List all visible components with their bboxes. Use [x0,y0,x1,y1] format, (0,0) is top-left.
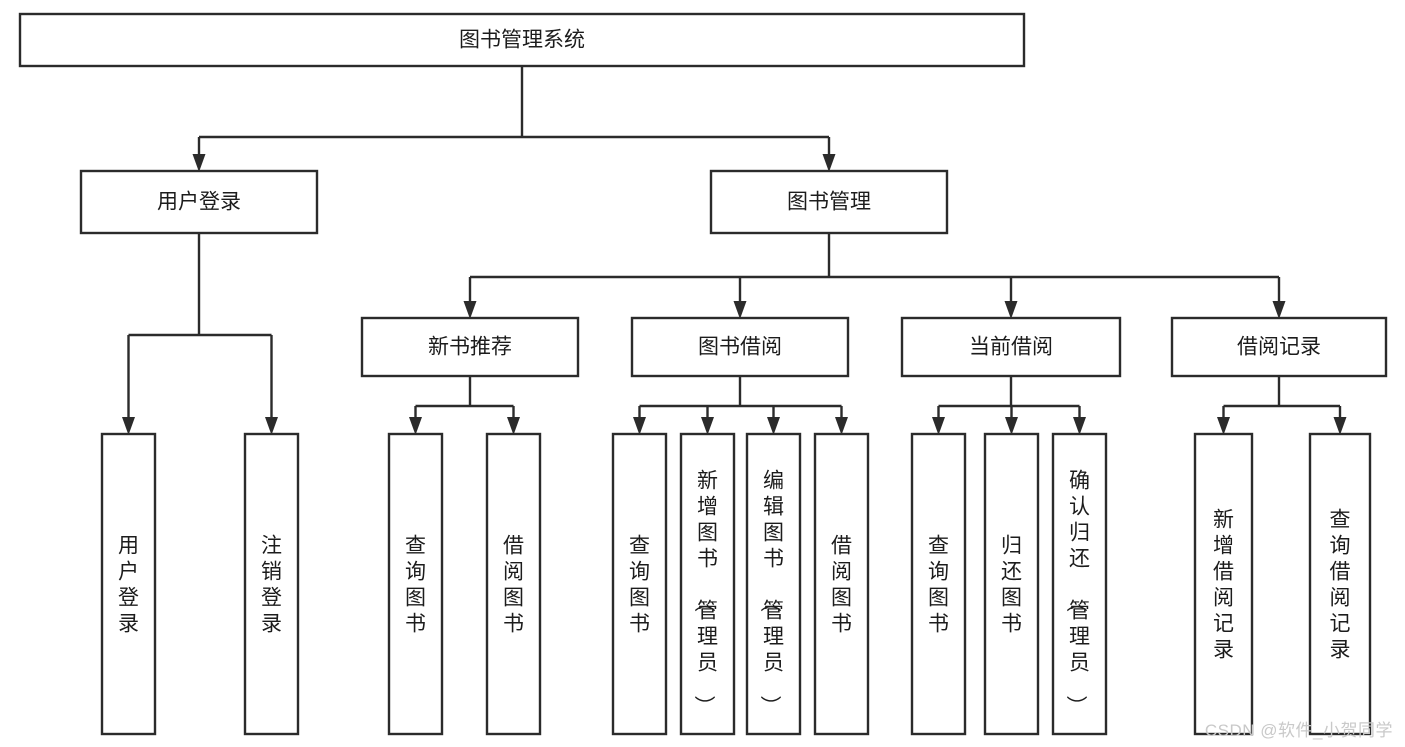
node-label-user-login: 用户登录 [157,191,241,214]
node-label-leaf-cur-query: 查询图书 [928,534,949,635]
node-box-borrow-record[interactable] [1170,316,1388,378]
node-label-root: 图书管理系统 [459,29,585,52]
arrow-head-icon [1005,417,1018,435]
node-leaf-book-edit[interactable]: 编辑图书（管理员） [745,432,802,736]
node-label-new-book-rec: 新书推荐 [428,336,512,359]
arrow-head-icon [1073,417,1086,435]
arrow-head-icon [192,154,206,172]
node-label-leaf-rec-query: 查询图书 [405,534,426,635]
node-leaf-user-login[interactable]: 用户登录 [100,432,157,736]
node-leaf-rec-borrow[interactable]: 借阅图书 [485,432,542,736]
node-leaf-cur-query[interactable]: 查询图书 [910,432,967,736]
node-label-leaf-rec-query2: 查询借阅记录 [1330,508,1351,661]
node-leaf-cur-confirm[interactable]: 确认归还（管理员） [1051,432,1108,736]
node-book-borrow[interactable]: 图书借阅 [630,316,850,378]
node-root[interactable]: 图书管理系统 [18,12,1026,68]
node-leaf-user-logout[interactable]: 注销登录 [243,432,300,736]
arrow-head-icon [507,417,520,435]
node-leaf-cur-return[interactable]: 归还图书 [983,432,1040,736]
node-current-borrow[interactable]: 当前借阅 [900,316,1122,378]
node-box-leaf-rec-query[interactable] [387,432,444,736]
node-leaf-rec-query2[interactable]: 查询借阅记录 [1308,432,1372,736]
node-box-leaf-user-logout[interactable] [243,432,300,736]
connector-group-root [192,66,836,172]
node-label-leaf-user-logout: 注销登录 [261,534,282,635]
node-box-leaf-book-edit[interactable] [745,432,802,736]
node-leaf-rec-query[interactable]: 查询图书 [387,432,444,736]
arrow-head-icon [1004,301,1018,319]
node-box-root[interactable] [18,12,1026,68]
node-box-leaf-book-add[interactable] [679,432,736,736]
connector-group-current-borrow [932,376,1086,435]
arrow-head-icon [122,417,135,435]
arrow-head-icon [1333,417,1347,435]
node-label-leaf-book-add: 新增图书（管理员） [692,469,718,716]
arrow-head-icon [463,301,477,319]
node-box-book-borrow[interactable] [630,316,850,378]
node-label-leaf-cur-return: 归还图书 [1001,534,1022,635]
arrow-head-icon [733,301,747,319]
connector-layer [122,66,1347,435]
connector-group-new-book-rec [409,376,520,435]
node-leaf-book-add[interactable]: 新增图书（管理员） [679,432,736,736]
arrow-head-icon [265,417,278,435]
arrow-head-icon [1217,417,1230,435]
node-book-manage[interactable]: 图书管理 [709,169,949,235]
node-user-login[interactable]: 用户登录 [79,169,319,235]
node-leaf-rec-add[interactable]: 新增借阅记录 [1193,432,1254,736]
connector-group-book-borrow [633,376,848,435]
node-box-leaf-cur-confirm[interactable] [1051,432,1108,736]
node-label-leaf-rec-borrow: 借阅图书 [503,534,524,635]
node-borrow-record[interactable]: 借阅记录 [1170,316,1388,378]
arrow-head-icon [835,417,848,435]
node-box-leaf-cur-return[interactable] [983,432,1040,736]
node-label-leaf-user-login: 用户登录 [118,534,139,635]
node-box-user-login[interactable] [79,169,319,235]
node-box-book-manage[interactable] [709,169,949,235]
node-label-current-borrow: 当前借阅 [969,336,1053,359]
node-box-leaf-rec-add[interactable] [1193,432,1254,736]
node-box-leaf-rec-query2[interactable] [1308,432,1372,736]
node-label-borrow-record: 借阅记录 [1237,336,1321,359]
node-label-leaf-borrow-query: 查询图书 [629,534,650,635]
node-leaf-book-borrow[interactable]: 借阅图书 [813,432,870,736]
node-box-current-borrow[interactable] [900,316,1122,378]
node-box-leaf-user-login[interactable] [100,432,157,736]
node-box-leaf-book-borrow[interactable] [813,432,870,736]
node-label-leaf-rec-add: 新增借阅记录 [1213,508,1234,661]
node-label-leaf-cur-confirm: 确认归还（管理员） [1064,469,1090,716]
node-label-book-borrow: 图书借阅 [698,336,782,359]
arrow-head-icon [409,417,422,435]
node-label-leaf-book-borrow: 借阅图书 [831,534,852,635]
arrow-head-icon [633,417,646,435]
node-leaf-borrow-query[interactable]: 查询图书 [611,432,668,736]
node-box-leaf-borrow-query[interactable] [611,432,668,736]
node-box-leaf-cur-query[interactable] [910,432,967,736]
connector-group-borrow-record [1217,376,1347,435]
node-label-book-manage: 图书管理 [787,191,871,214]
arrow-head-icon [701,417,714,435]
node-box-new-book-rec[interactable] [360,316,580,378]
arrow-head-icon [822,154,836,172]
arrow-head-icon [1272,301,1286,319]
connector-group-user-login [122,233,278,435]
node-new-book-rec[interactable]: 新书推荐 [360,316,580,378]
node-box-leaf-rec-borrow[interactable] [485,432,542,736]
node-layer: 图书管理系统用户登录图书管理新书推荐图书借阅当前借阅借阅记录用户登录注销登录查询… [18,12,1388,736]
connector-group-book-manage [463,233,1286,319]
arrow-head-icon [932,417,945,435]
node-label-leaf-book-edit: 编辑图书（管理员） [758,469,784,716]
watermark-label: CSDN @软件_小贺同学 [1204,721,1393,740]
arrow-head-icon [767,417,780,435]
